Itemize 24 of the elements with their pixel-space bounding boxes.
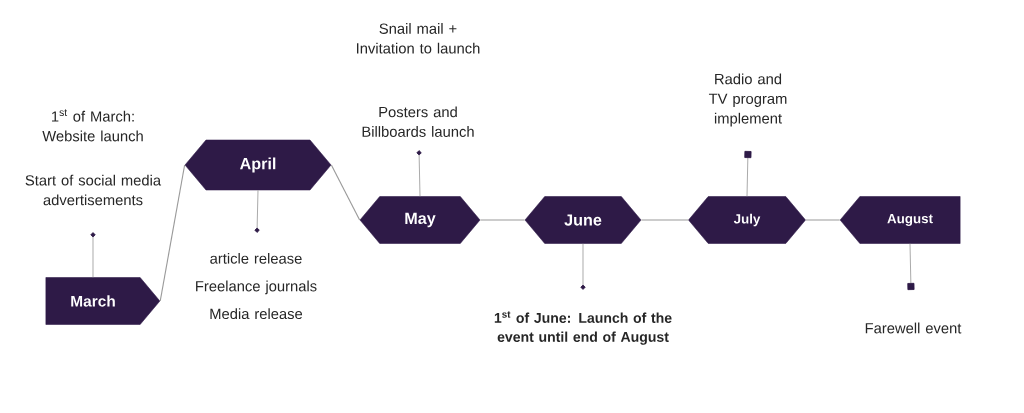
leader-line: [580, 243, 586, 290]
annotation-text: article release Freelance journals Media release: [196, 252, 317, 320]
connector-line: [330, 164, 361, 221]
annotation-text: Farewell event: [865, 322, 962, 334]
connector-line: [159, 164, 186, 302]
month-box: March: [45, 277, 161, 325]
annotation-text: Snail mail + Invitation to launch Posters and Billboards launch: [357, 23, 480, 137]
connector-line: [805, 219, 841, 221]
connector-line: [479, 219, 526, 221]
month-box: July: [688, 196, 806, 244]
month-box: April: [184, 139, 332, 191]
leader-line: [254, 189, 260, 233]
leader-line: [907, 243, 915, 291]
month-box: August: [839, 196, 961, 244]
annotation-text: Radio and TV program implement: [708, 73, 787, 127]
leader-line: [744, 150, 752, 197]
annotation-text: 1$^{st}$ of June: Launch of the event until end of August: [494, 311, 672, 345]
annotation-text: Start of social media advertisements: [25, 174, 162, 206]
annotation-text: 1$^{st}$ of March: Website launch: [42, 109, 143, 142]
connector-line: [640, 219, 689, 221]
leader-line: [90, 232, 96, 278]
leader-line: [416, 150, 422, 197]
month-box: June: [524, 196, 642, 244]
month-box: May: [359, 196, 481, 244]
